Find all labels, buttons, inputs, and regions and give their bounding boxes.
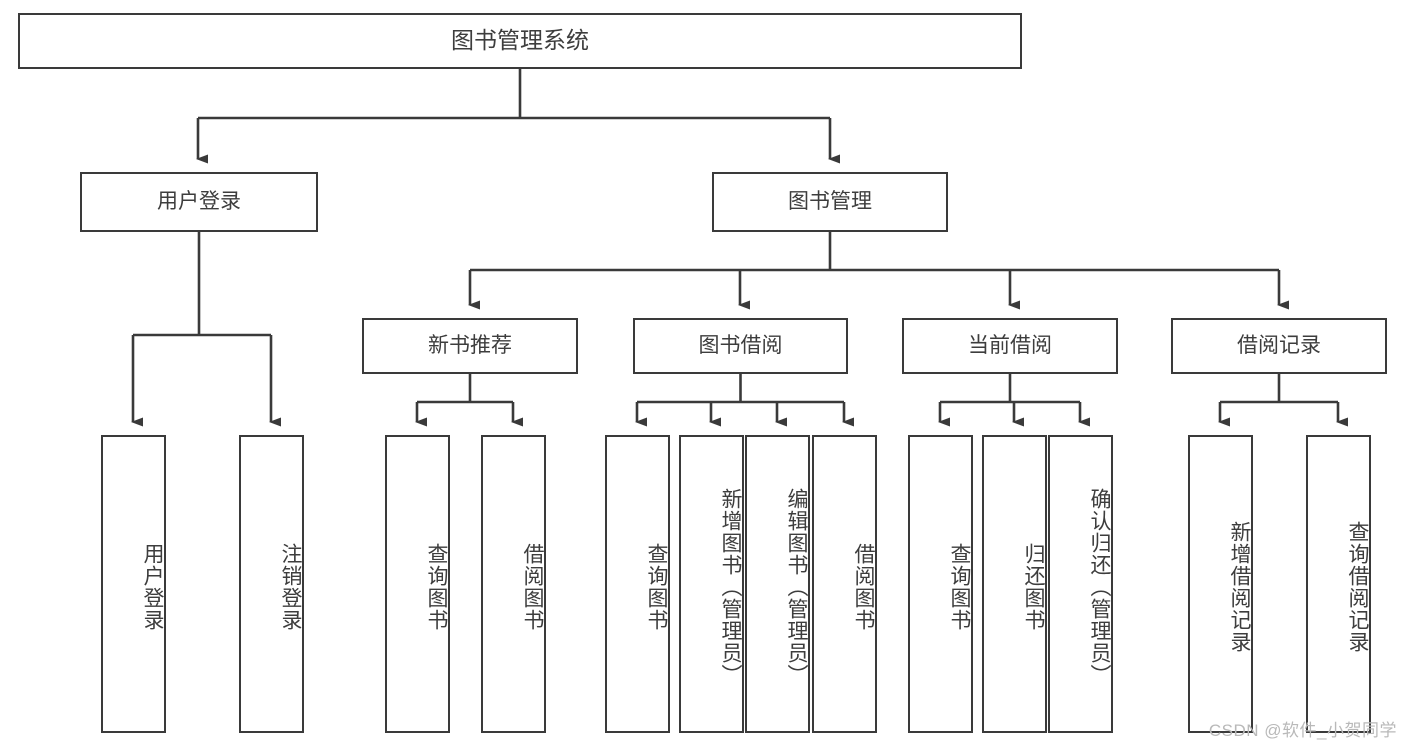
node-leaf-query-book-current[interactable]: 查询图书 xyxy=(908,435,973,733)
node-leaf-user-logout[interactable]: 注销登录 xyxy=(239,435,304,733)
node-leaf-confirm-return-admin[interactable]: 确认归还（管理员） xyxy=(1048,435,1113,733)
node-label-leaf-borrow-book: 借阅图书 xyxy=(852,543,875,631)
node-label-root: 图书管理系统 xyxy=(451,27,589,54)
node-leaf-query-book-borrow[interactable]: 查询图书 xyxy=(605,435,670,733)
node-label-borrow-record: 借阅记录 xyxy=(1237,333,1321,357)
node-current-borrow[interactable]: 当前借阅 xyxy=(902,318,1118,374)
node-borrow-record[interactable]: 借阅记录 xyxy=(1171,318,1387,374)
node-leaf-add-borrow-record[interactable]: 新增借阅记录 xyxy=(1188,435,1253,733)
node-label-book-borrow: 图书借阅 xyxy=(698,333,783,357)
node-leaf-return-book[interactable]: 归还图书 xyxy=(982,435,1047,733)
node-leaf-query-book-rec[interactable]: 查询图书 xyxy=(385,435,450,733)
node-leaf-borrow-book[interactable]: 借阅图书 xyxy=(812,435,877,733)
node-label-leaf-user-logout: 注销登录 xyxy=(279,543,302,631)
node-label-leaf-query-book-rec: 查询图书 xyxy=(425,543,448,631)
node-leaf-edit-book-admin[interactable]: 编辑图书（管理员） xyxy=(745,435,810,733)
node-user-login[interactable]: 用户登录 xyxy=(80,172,318,232)
node-label-leaf-query-book-borrow: 查询图书 xyxy=(645,543,668,631)
node-leaf-user-login[interactable]: 用户登录 xyxy=(101,435,166,733)
node-label-leaf-add-borrow-record: 新增借阅记录 xyxy=(1228,521,1251,653)
node-label-leaf-user-login: 用户登录 xyxy=(141,543,164,631)
watermark-credit: CSDN @软件_小贺同学 xyxy=(1208,721,1397,740)
node-label-leaf-add-book-admin: 新增图书（管理员） xyxy=(719,488,742,686)
node-label-user-login: 用户登录 xyxy=(157,189,241,213)
node-label-leaf-confirm-return-admin: 确认归还（管理员） xyxy=(1088,488,1111,686)
node-label-leaf-edit-book-admin: 编辑图书（管理员） xyxy=(785,488,808,686)
node-leaf-add-book-admin[interactable]: 新增图书（管理员） xyxy=(679,435,744,733)
node-book-manage[interactable]: 图书管理 xyxy=(712,172,948,232)
node-leaf-query-borrow-record[interactable]: 查询借阅记录 xyxy=(1306,435,1371,733)
node-label-leaf-query-book-current: 查询图书 xyxy=(948,543,971,631)
node-label-leaf-borrow-book-rec: 借阅图书 xyxy=(521,543,544,631)
node-label-leaf-query-borrow-record: 查询借阅记录 xyxy=(1346,521,1369,653)
node-label-leaf-return-book: 归还图书 xyxy=(1022,543,1045,631)
node-book-borrow[interactable]: 图书借阅 xyxy=(633,318,848,374)
node-leaf-borrow-book-rec[interactable]: 借阅图书 xyxy=(481,435,546,733)
node-label-current-borrow: 当前借阅 xyxy=(968,333,1052,357)
node-label-book-manage: 图书管理 xyxy=(788,189,872,213)
node-new-book-rec[interactable]: 新书推荐 xyxy=(362,318,578,374)
node-label-new-book-rec: 新书推荐 xyxy=(428,333,512,357)
node-root[interactable]: 图书管理系统 xyxy=(18,13,1022,69)
